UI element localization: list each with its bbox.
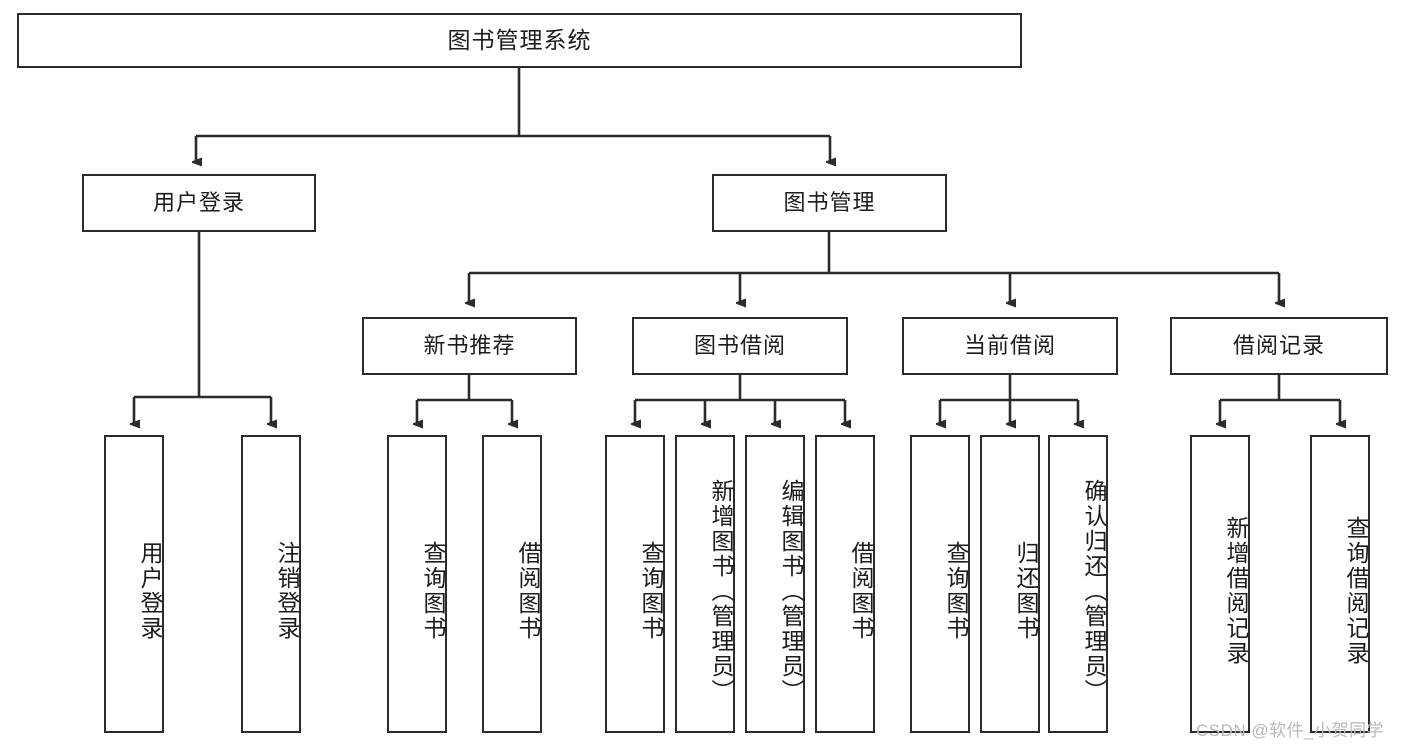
leaf-return-book[interactable]: 归还图书 [980,435,1040,733]
leaf-add-book[interactable]: 新增图书（管理员） [675,435,735,733]
leaf-confirm-return[interactable]: 确认归还（管理员） [1048,435,1108,733]
leaf-query-record[interactable]: 查询借阅记录 [1310,435,1370,733]
node-label: 注销登录 [274,541,300,641]
node-label: 用户登录 [137,541,163,641]
node-label: 确认归还（管理员） [1081,478,1107,704]
node-book-manage[interactable]: 图书管理 [712,174,947,232]
node-root[interactable]: 图书管理系统 [17,13,1022,68]
leaf-add-record[interactable]: 新增借阅记录 [1190,435,1250,733]
leaf-borrow-book-1[interactable]: 借阅图书 [482,435,542,733]
node-borrow-record[interactable]: 借阅记录 [1170,317,1388,375]
leaf-query-book-2[interactable]: 查询图书 [605,435,665,733]
node-label: 新增图书（管理员） [708,478,734,704]
csdn-watermark: CSDN @软件_小贺同学 [1196,721,1385,740]
node-current-borrow[interactable]: 当前借阅 [902,317,1118,375]
node-label: 用户登录 [152,189,245,215]
leaf-user-logout[interactable]: 注销登录 [241,435,301,733]
node-label: 图书借阅 [693,332,786,358]
leaf-borrow-book-2[interactable]: 借阅图书 [815,435,875,733]
node-label: 查询图书 [420,541,446,641]
leaf-edit-book[interactable]: 编辑图书（管理员） [745,435,805,733]
leaf-user-login[interactable]: 用户登录 [104,435,164,733]
node-label: 图书管理系统 [447,26,592,53]
node-label: 编辑图书（管理员） [778,478,804,704]
node-label: 图书管理 [783,189,876,215]
node-label: 新增借阅记录 [1223,516,1249,666]
node-label: 当前借阅 [963,332,1056,358]
node-book-borrow[interactable]: 图书借阅 [632,317,848,375]
leaf-query-book-1[interactable]: 查询图书 [387,435,447,733]
node-label: 归还图书 [1013,541,1039,641]
node-label: 借阅图书 [515,541,541,641]
node-label: 查询借阅记录 [1343,516,1369,666]
node-label: 查询图书 [943,541,969,641]
node-label: 查询图书 [638,541,664,641]
leaf-query-book-3[interactable]: 查询图书 [910,435,970,733]
node-user-login[interactable]: 用户登录 [82,174,316,232]
node-label: 新书推荐 [423,332,516,358]
node-label: 借阅记录 [1232,332,1325,358]
node-new-book-recommend[interactable]: 新书推荐 [362,317,577,375]
node-label: 借阅图书 [848,541,874,641]
